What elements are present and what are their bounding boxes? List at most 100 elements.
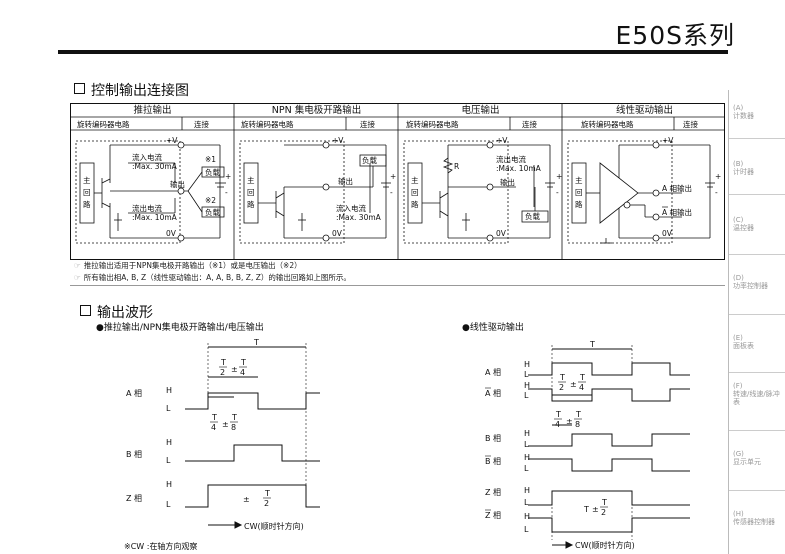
svg-text:A 相输出: A 相输出 bbox=[662, 207, 692, 217]
svg-text:回: 回 bbox=[575, 188, 583, 197]
svg-text:+V: +V bbox=[662, 136, 674, 145]
svg-text:T: T bbox=[220, 358, 226, 367]
sidebar-item-sensor[interactable]: (H)传感器控制器 bbox=[733, 510, 775, 526]
svg-text:回: 回 bbox=[83, 188, 91, 197]
svg-text:L: L bbox=[524, 464, 529, 473]
svg-text:-: - bbox=[556, 188, 559, 197]
svg-text:L: L bbox=[524, 498, 529, 507]
svg-text:2: 2 bbox=[220, 368, 225, 377]
waveform-left: T T 2 ± T 4 T 4 ± T 8 A 相 H L B 相 H L Z … bbox=[124, 338, 320, 551]
svg-text:回: 回 bbox=[411, 188, 419, 197]
svg-text:T: T bbox=[264, 489, 270, 498]
svg-text:4: 4 bbox=[555, 420, 560, 429]
zero-v-label: 0V bbox=[166, 229, 177, 238]
sidebar-item-display[interactable]: (G)显示单元 bbox=[733, 450, 761, 466]
main-circuit-label: 主 bbox=[83, 175, 91, 185]
sidebar-item-counter[interactable]: (A)计数器 bbox=[733, 104, 754, 120]
svg-text:主: 主 bbox=[575, 175, 583, 185]
square-bullet-icon bbox=[74, 83, 85, 94]
svg-text:L: L bbox=[166, 456, 171, 465]
svg-text:H: H bbox=[524, 381, 530, 390]
svg-text:8: 8 bbox=[231, 423, 236, 432]
sidebar-item-temp[interactable]: (C)温控器 bbox=[733, 216, 754, 232]
section-title-waveform: 输出波形 bbox=[80, 302, 153, 322]
connection-table: 推拉输出 NPN 集电极开路输出 电压输出 线性驱动输出 旋转编码器电路 连接 … bbox=[70, 103, 725, 260]
note-2: ☞所有输出相A, B, Z（线性驱动输出：A, A, B, B, Z, Z）的输… bbox=[74, 273, 351, 282]
svg-text:Z 相: Z 相 bbox=[485, 487, 501, 497]
sidebar-item-timer[interactable]: (B)计时器 bbox=[733, 160, 754, 176]
svg-text::Max. 30mA: :Max. 30mA bbox=[336, 213, 382, 222]
cw-label: CW(顺时针方向) bbox=[575, 540, 635, 550]
col-header-voltage: 电压输出 bbox=[461, 105, 500, 116]
svg-text:H: H bbox=[524, 486, 530, 495]
plus-v-label: +V bbox=[166, 136, 178, 145]
svg-text:主: 主 bbox=[411, 175, 419, 185]
svg-text:-: - bbox=[715, 188, 718, 197]
svg-text:B 相: B 相 bbox=[126, 449, 142, 459]
svg-text:A 相: A 相 bbox=[485, 388, 501, 398]
svg-text:T: T bbox=[589, 340, 595, 349]
section-title-text: 控制输出连接图 bbox=[91, 83, 189, 99]
svg-text:8: 8 bbox=[575, 420, 580, 429]
svg-text:+V: +V bbox=[332, 136, 344, 145]
note-1: ☞推拉输出适用于NPN集电极开路输出（※1）或是电压输出（※2） bbox=[74, 261, 302, 270]
svg-text:±: ± bbox=[570, 380, 577, 389]
svg-text:※1: ※1 bbox=[205, 155, 216, 164]
section-title-text: 输出波形 bbox=[97, 305, 153, 321]
svg-text:路: 路 bbox=[247, 199, 255, 209]
svg-text:+: + bbox=[390, 172, 396, 181]
svg-text:A 相: A 相 bbox=[126, 388, 142, 398]
pointer-icon: ☞ bbox=[74, 261, 81, 270]
svg-text:流入电流: 流入电流 bbox=[336, 203, 366, 213]
svg-text:流出电流: 流出电流 bbox=[496, 154, 526, 164]
inflow-label: 流入电流 bbox=[132, 152, 162, 162]
svg-text:Z 相: Z 相 bbox=[126, 493, 142, 503]
svg-text:L: L bbox=[524, 440, 529, 449]
svg-text:4: 4 bbox=[240, 368, 245, 377]
svg-text:±: ± bbox=[222, 420, 229, 429]
svg-text:※2: ※2 bbox=[205, 196, 216, 205]
pointer-icon: ☞ bbox=[74, 273, 81, 282]
sidebar-item-tacho[interactable]: (F)转速/线速/脉冲表 bbox=[733, 382, 780, 406]
cw-label: CW(顺时针方向) bbox=[244, 521, 304, 531]
svg-text:B 相: B 相 bbox=[485, 456, 501, 466]
svg-text:R: R bbox=[454, 162, 459, 171]
sub-header-connection: 连接 bbox=[360, 120, 375, 129]
svg-text:L: L bbox=[524, 391, 529, 400]
sub-header-connection: 连接 bbox=[683, 120, 698, 129]
svg-text:+: + bbox=[715, 172, 721, 181]
period-label: T bbox=[253, 338, 259, 347]
sidebar-item-power[interactable]: (D)功率控制器 bbox=[733, 274, 768, 290]
svg-text:±: ± bbox=[243, 495, 250, 504]
divider bbox=[70, 285, 725, 286]
sidebar-item-panel-meter[interactable]: (E)面板表 bbox=[733, 334, 754, 350]
wave-left-subtitle: ●推拉输出/NPN集电极开路输出/电压输出 bbox=[96, 323, 264, 333]
sub-header-encoder: 旋转编码器电路 bbox=[77, 120, 130, 129]
output-label: 输出 bbox=[170, 179, 185, 189]
svg-text:T: T bbox=[601, 498, 607, 507]
page-title: E50S系列 bbox=[615, 21, 735, 50]
svg-text:-: - bbox=[390, 188, 393, 197]
svg-text:4: 4 bbox=[211, 423, 216, 432]
svg-text:T: T bbox=[579, 373, 585, 382]
col-header-npn: NPN 集电极开路输出 bbox=[271, 105, 362, 116]
square-bullet-icon bbox=[80, 305, 91, 316]
svg-text:负载: 负载 bbox=[205, 207, 220, 217]
col-header-line-driver: 线性驱动输出 bbox=[615, 105, 673, 116]
svg-text:4: 4 bbox=[579, 383, 584, 392]
svg-text:T: T bbox=[231, 413, 237, 422]
svg-text:-: - bbox=[225, 188, 228, 197]
svg-text:0V: 0V bbox=[662, 229, 673, 238]
outflow-label: 流出电流 bbox=[132, 203, 162, 213]
cw-note: ※CW :在轴方向观察 bbox=[124, 541, 197, 551]
svg-text:L: L bbox=[524, 525, 529, 534]
svg-text:H: H bbox=[166, 480, 172, 489]
svg-text:T: T bbox=[575, 410, 581, 419]
svg-text:Z 相: Z 相 bbox=[485, 510, 501, 520]
svg-text:±: ± bbox=[231, 365, 238, 374]
svg-text:H: H bbox=[166, 386, 172, 395]
svg-text:B 相: B 相 bbox=[485, 433, 501, 443]
svg-text:T: T bbox=[211, 413, 217, 422]
svg-text:+: + bbox=[225, 172, 231, 181]
svg-text:主: 主 bbox=[247, 175, 255, 185]
